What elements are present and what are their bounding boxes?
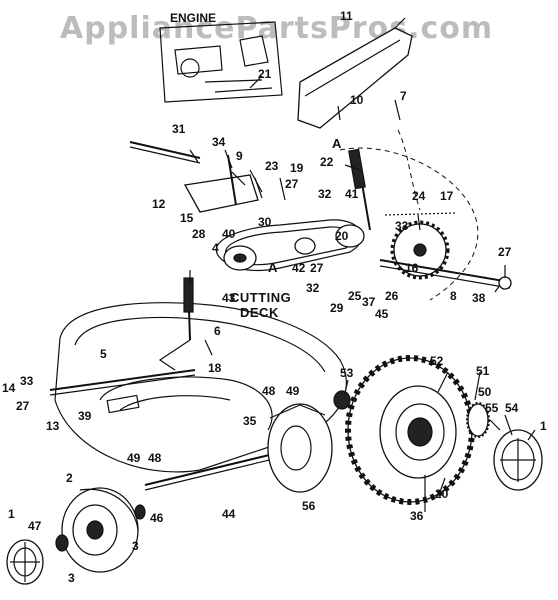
cutting-deck-caption-2: DECK — [240, 305, 279, 320]
label-10: 10 — [350, 93, 364, 107]
label-43: 43 — [222, 291, 236, 305]
mower-deck — [54, 302, 347, 473]
label-45: 45 — [375, 307, 389, 321]
rear-wheel — [345, 355, 475, 505]
label-6: 6 — [214, 324, 221, 338]
rod-5 — [49, 369, 196, 391]
label-34: 34 — [212, 135, 226, 149]
rod-31 — [129, 141, 201, 159]
label-3-lower: 3 — [68, 571, 75, 585]
leader-lines — [189, 75, 536, 512]
label-31: 31 — [172, 122, 186, 136]
label-27d: 27 — [16, 399, 30, 413]
label-33b: 33 — [395, 219, 409, 233]
label-15: 15 — [180, 211, 194, 225]
label-18: 18 — [208, 361, 222, 375]
label-20-lower: 20 — [435, 487, 449, 501]
label-48b: 48 — [148, 451, 162, 465]
label-22: 22 — [320, 155, 334, 169]
label-12: 12 — [152, 197, 166, 211]
label-27b: 27 — [498, 245, 512, 259]
label-48a: 48 — [262, 384, 276, 398]
label-17: 17 — [440, 189, 454, 203]
drive-belt — [215, 219, 365, 272]
label-32a: 32 — [318, 187, 332, 201]
cutting-deck-caption-1: CUTTING — [230, 290, 291, 305]
engine-caption: ENGINE — [170, 11, 216, 25]
label-25: 25 — [348, 289, 362, 303]
sprocket — [390, 220, 450, 280]
label-41: 41 — [345, 187, 359, 201]
front-wheel-right — [267, 403, 333, 493]
label-47: 47 — [28, 519, 42, 533]
ref-a-mid: A — [268, 260, 278, 275]
label-30: 30 — [258, 215, 272, 229]
label-44: 44 — [222, 507, 236, 521]
label-1-right: 1 — [540, 419, 547, 433]
label-8: 8 — [450, 289, 457, 303]
label-50: 50 — [478, 385, 492, 399]
label-20-upper: 20 — [335, 229, 349, 243]
axle-8 — [379, 259, 511, 283]
hubcap-left — [6, 539, 44, 585]
label-3-right: 3 — [132, 539, 139, 553]
label-14: 14 — [2, 381, 16, 395]
label-26: 26 — [385, 289, 399, 303]
label-40: 40 — [222, 227, 236, 241]
label-35: 35 — [243, 414, 257, 428]
label-56: 56 — [302, 499, 316, 513]
label-11: 11 — [340, 9, 353, 23]
label-28: 28 — [192, 227, 206, 241]
label-49b: 49 — [127, 451, 141, 465]
control-bracket — [183, 154, 263, 213]
label-51: 51 — [476, 364, 490, 378]
label-16: 16 — [405, 261, 419, 275]
label-9: 9 — [236, 149, 243, 163]
label-37: 37 — [362, 295, 376, 309]
label-32b: 32 — [306, 281, 320, 295]
label-19: 19 — [290, 161, 304, 175]
part-53 — [333, 390, 351, 410]
drive-gear — [466, 402, 490, 438]
label-33a: 33 — [20, 374, 34, 388]
rod-44 — [144, 449, 291, 486]
label-55: 55 — [485, 401, 499, 415]
label-42: 42 — [292, 261, 306, 275]
label-21: 21 — [258, 67, 272, 81]
label-5: 5 — [100, 347, 107, 361]
label-49a: 49 — [286, 384, 300, 398]
engine-cover — [297, 17, 413, 129]
label-52: 52 — [430, 354, 444, 368]
label-4: 4 — [212, 241, 219, 255]
label-38: 38 — [472, 291, 486, 305]
label-36: 36 — [410, 509, 424, 523]
part-3-nut — [55, 534, 69, 552]
label-23: 23 — [265, 159, 279, 173]
label-24: 24 — [412, 189, 426, 203]
ref-a-top: A — [332, 136, 342, 151]
label-27a: 27 — [285, 177, 299, 191]
label-54: 54 — [505, 401, 519, 415]
label-7: 7 — [400, 89, 407, 103]
label-53: 53 — [340, 366, 354, 380]
label-1-left: 1 — [8, 507, 15, 521]
label-46: 46 — [150, 511, 164, 525]
label-29: 29 — [330, 301, 344, 315]
hubcap-right — [493, 429, 543, 491]
front-wheel-left — [61, 487, 139, 573]
label-2: 2 — [66, 471, 73, 485]
part-labels: 11 21 7 10 31 34 9 23 19 22 27 32 41 12 … — [2, 9, 547, 585]
label-13: 13 — [46, 419, 60, 433]
engine-block — [159, 21, 283, 103]
label-39: 39 — [78, 409, 92, 423]
label-27c: 27 — [310, 261, 324, 275]
